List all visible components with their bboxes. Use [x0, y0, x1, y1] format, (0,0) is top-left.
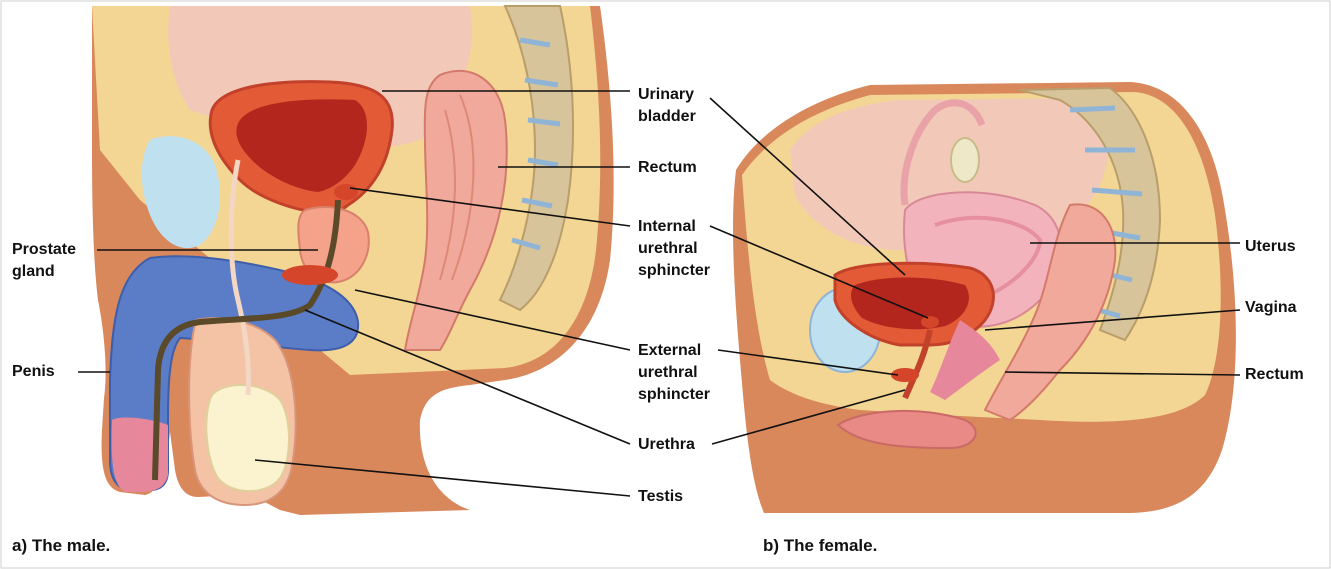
leader-testis — [254, 459, 631, 497]
leader-vagina — [984, 309, 1241, 331]
label-line: Vagina — [1245, 299, 1297, 316]
leader-external-sphincter-male — [354, 289, 631, 351]
leader-bladder-female — [709, 97, 906, 276]
label-line: urethral — [638, 240, 698, 257]
caption-male: a) The male. — [12, 536, 111, 555]
label-line: sphincter — [638, 262, 711, 279]
label-line: Uterus — [1245, 238, 1296, 255]
leader-urethra-male — [304, 309, 631, 445]
male-vas-deferens — [228, 159, 251, 396]
female-internal-sphincter — [921, 316, 939, 328]
label-line: Urethra — [638, 436, 695, 453]
label-line: Prostate — [12, 241, 77, 258]
female-labia — [836, 409, 977, 450]
male-external-sphincter — [282, 265, 338, 285]
label-vagina: Vagina — [1245, 297, 1297, 319]
label-rectum-female: Rectum — [1245, 364, 1304, 386]
female-rectum — [983, 203, 1117, 422]
male-bladder-lumen — [236, 99, 368, 192]
label-line: External — [638, 342, 702, 359]
male-rectum — [403, 69, 508, 351]
male-glans — [111, 417, 168, 492]
label-line: bladder — [638, 108, 696, 125]
female-anatomy — [733, 82, 1236, 513]
female-ovary — [950, 137, 980, 183]
label-urethra: Urethra — [638, 434, 695, 456]
label-line: Testis — [638, 488, 684, 505]
label-line: sphincter — [638, 386, 711, 403]
label-prostate-gland: Prostate gland — [12, 239, 76, 283]
female-urethra — [902, 329, 933, 400]
leader-internal-sphincter-male — [349, 187, 631, 227]
leader-urethra-female — [711, 389, 906, 445]
label-line: Penis — [12, 363, 55, 380]
female-bladder-lumen — [850, 277, 969, 330]
leader-internal-sphincter-female — [709, 225, 929, 319]
label-internal-urethral-sphincter: Internal urethral sphincter — [638, 216, 710, 282]
leader-external-sphincter-female — [717, 349, 899, 376]
label-line: Rectum — [1245, 366, 1304, 383]
leader-lines — [78, 90, 1241, 497]
male-testis — [205, 384, 290, 493]
caption-female: b) The female. — [763, 536, 878, 555]
label-testis: Testis — [638, 486, 683, 508]
label-line: Internal — [638, 218, 696, 235]
label-external-urethral-sphincter: External urethral sphincter — [638, 340, 710, 406]
male-internal-sphincter — [334, 184, 358, 200]
label-urinary-bladder: Urinary bladder — [638, 84, 696, 128]
label-penis: Penis — [12, 361, 55, 383]
label-line: Rectum — [638, 159, 697, 176]
label-uterus: Uterus — [1245, 236, 1296, 258]
female-external-sphincter — [891, 368, 919, 382]
male-urethra — [152, 199, 341, 481]
label-rectum-male: Rectum — [638, 157, 697, 179]
label-line: urethral — [638, 364, 698, 381]
male-anatomy — [92, 5, 614, 515]
female-vagina — [930, 320, 1000, 400]
label-line: Urinary — [638, 86, 695, 103]
male-pubic-region — [141, 136, 220, 249]
label-line: gland — [12, 263, 55, 280]
female-fallopian-tube — [900, 99, 986, 206]
leader-rectum-female — [1004, 371, 1241, 376]
